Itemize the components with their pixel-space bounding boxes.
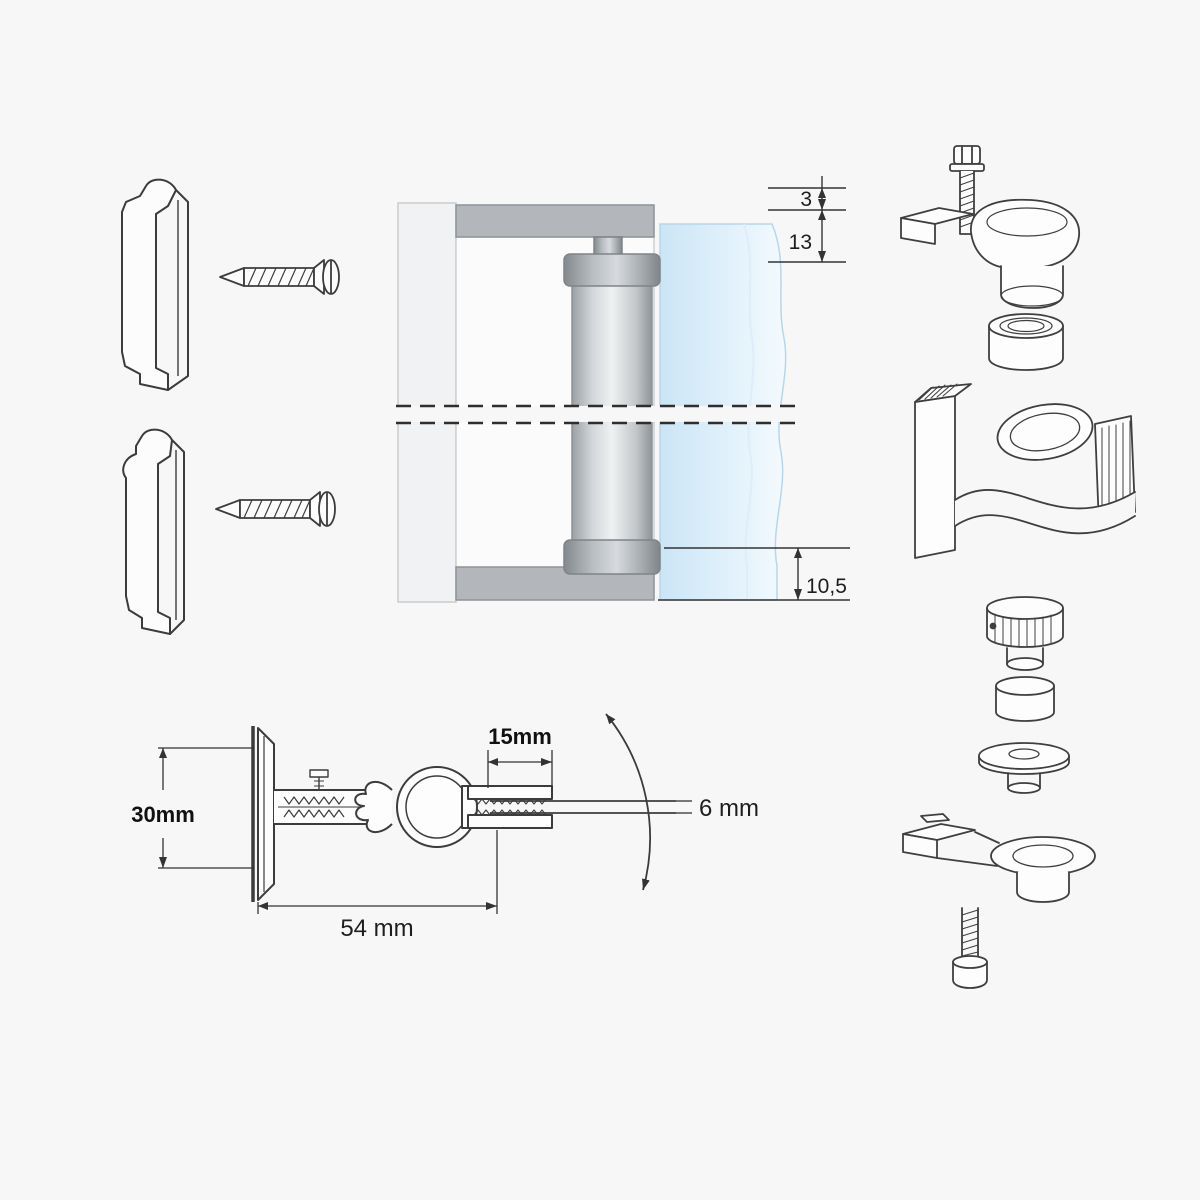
mounting-screw-top	[219, 259, 340, 295]
frame-face-strip	[397, 202, 457, 603]
hinge-knuckle-ring	[396, 766, 478, 848]
glass-inner-wave	[743, 223, 755, 600]
dim-glass-thickness: 6 mm	[699, 795, 759, 822]
bushing-cup	[988, 313, 1064, 371]
adjustment-bolt	[949, 145, 985, 235]
cross-section-dimensions	[658, 176, 850, 601]
hinge-arm-top	[900, 198, 1080, 309]
dim-bottom-inset: 10,5	[806, 575, 847, 598]
dim-plate-height: 30mm	[131, 802, 195, 827]
dim-top-gap: 3	[800, 188, 812, 211]
jaw-teeth-top	[473, 798, 547, 805]
exploded-view	[900, 145, 1136, 989]
flange-washer	[978, 742, 1070, 794]
jaw-teeth-bottom	[473, 809, 547, 816]
dim-clamp-depth: 15mm	[488, 724, 552, 749]
barrel-cap-bottom	[563, 539, 661, 575]
frame-bar-top	[455, 204, 655, 238]
arm-teeth-top	[283, 796, 345, 805]
adjustment-barrel	[986, 596, 1064, 671]
barrel-cap-top	[563, 253, 661, 287]
plan-view	[251, 713, 676, 902]
wall-plate	[257, 727, 275, 901]
glass-clamp-jaw-bottom	[467, 814, 553, 829]
hinge-cross-section	[392, 202, 800, 603]
clamp-claw	[354, 780, 393, 834]
swing-arc	[605, 713, 651, 891]
hinge-arm-bottom	[902, 813, 1096, 903]
profile-cross-section-top	[121, 178, 189, 391]
locking-screw	[309, 769, 329, 778]
dim-top-inset: 13	[789, 231, 812, 254]
mounting-screw-bottom	[215, 491, 336, 527]
arm-teeth-bottom	[283, 809, 345, 818]
plan-dimensions	[158, 747, 692, 914]
spacer-cylinder	[995, 676, 1055, 722]
glass-clamp-jaw-top	[467, 785, 553, 800]
fixing-screw-bottom	[952, 907, 988, 989]
glazing-profile-clamp	[914, 383, 1136, 559]
break-band	[392, 406, 800, 422]
dim-arm-length: 54 mm	[340, 915, 413, 942]
profile-cross-section-bottom	[122, 428, 185, 635]
